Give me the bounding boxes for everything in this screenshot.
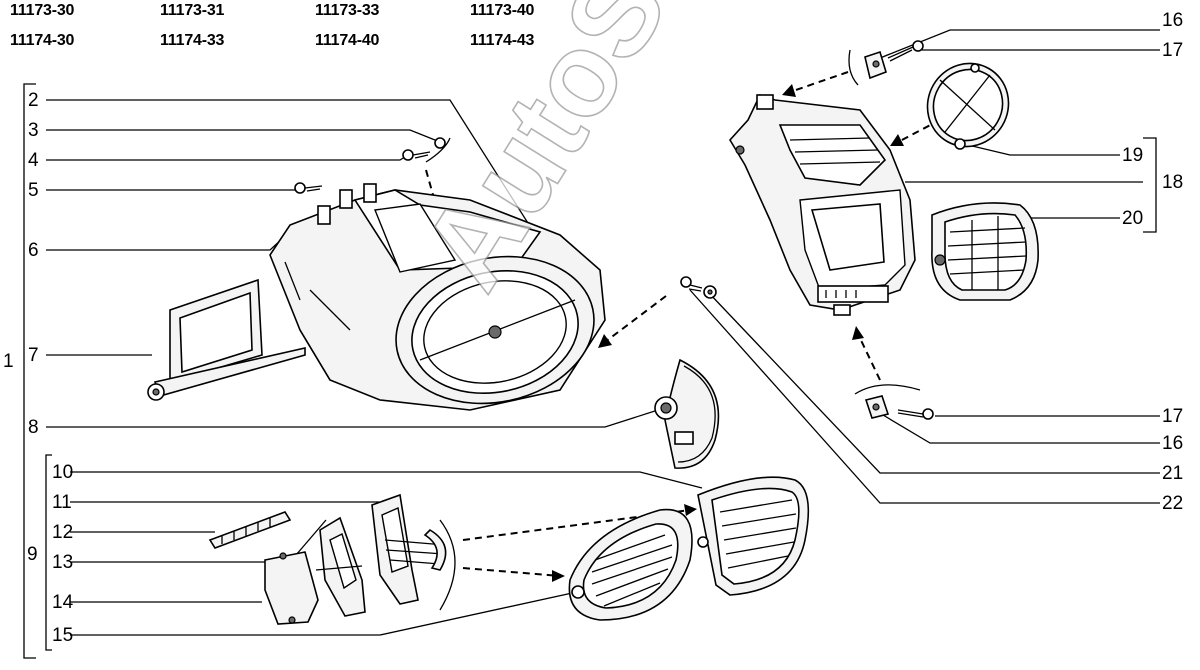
flap-part-7 (147, 278, 306, 401)
heater-housing-part-6 (269, 183, 606, 411)
callout-16-bottom: 16 (1162, 433, 1184, 454)
callout-17-bottom: 17 (1162, 406, 1184, 427)
model-code: 11174-30 (10, 32, 75, 49)
callout-9: 9 (27, 544, 38, 565)
callout-16-top: 16 (1162, 10, 1184, 31)
side-grille-part-20 (931, 202, 1039, 301)
model-code: 11174-43 (470, 32, 535, 49)
group-bracket-18 (1143, 137, 1157, 233)
louver-assembly-part-11 (371, 493, 447, 605)
callout-7: 7 (28, 345, 39, 366)
model-code: 11174-33 (160, 32, 225, 49)
callout-22: 22 (1162, 493, 1184, 514)
callout-8: 8 (28, 417, 39, 438)
model-code: 11174-40 (315, 32, 380, 49)
callout-21: 21 (1162, 463, 1184, 484)
screw-parts-3-4-5 (294, 137, 446, 194)
blade-part-14 (264, 551, 319, 625)
callout-5: 5 (28, 180, 39, 201)
model-code: 11173-33 (315, 2, 380, 19)
grille-part-15 (568, 508, 693, 621)
model-code: 11173-40 (470, 2, 535, 19)
callout-20: 20 (1122, 208, 1144, 229)
grille-part-10 (697, 476, 810, 596)
callout-12: 12 (52, 522, 74, 543)
model-code: 11173-31 (160, 2, 225, 19)
callout-3: 3 (28, 120, 39, 141)
screw-washer-21-22 (680, 276, 717, 299)
frame-part-13 (315, 516, 366, 617)
callout-11: 11 (52, 492, 72, 513)
sector-gear-part-8 (654, 358, 720, 469)
callout-6: 6 (28, 240, 39, 261)
callout-1: 1 (3, 351, 14, 372)
callout-13: 13 (52, 552, 74, 573)
callout-15: 15 (52, 625, 74, 646)
vent-housing-part-18 (729, 94, 916, 316)
callout-19: 19 (1122, 145, 1144, 166)
vent-disk-part-19 (926, 62, 1010, 150)
group-bracket-1 (23, 83, 36, 659)
callout-18: 18 (1162, 172, 1184, 193)
model-code: 11173-30 (10, 2, 75, 19)
comb-part-12 (208, 511, 292, 549)
callout-14: 14 (52, 592, 74, 613)
leader-lines (46, 29, 1160, 636)
callout-4: 4 (28, 150, 39, 171)
group-bracket-9 (45, 454, 52, 651)
clip-screw-top-16-17 (864, 40, 924, 80)
callout-10: 10 (52, 462, 74, 483)
callout-2: 2 (28, 90, 39, 111)
clip-screw-bottom-16-17 (864, 395, 934, 420)
callout-17-top: 17 (1162, 40, 1184, 61)
